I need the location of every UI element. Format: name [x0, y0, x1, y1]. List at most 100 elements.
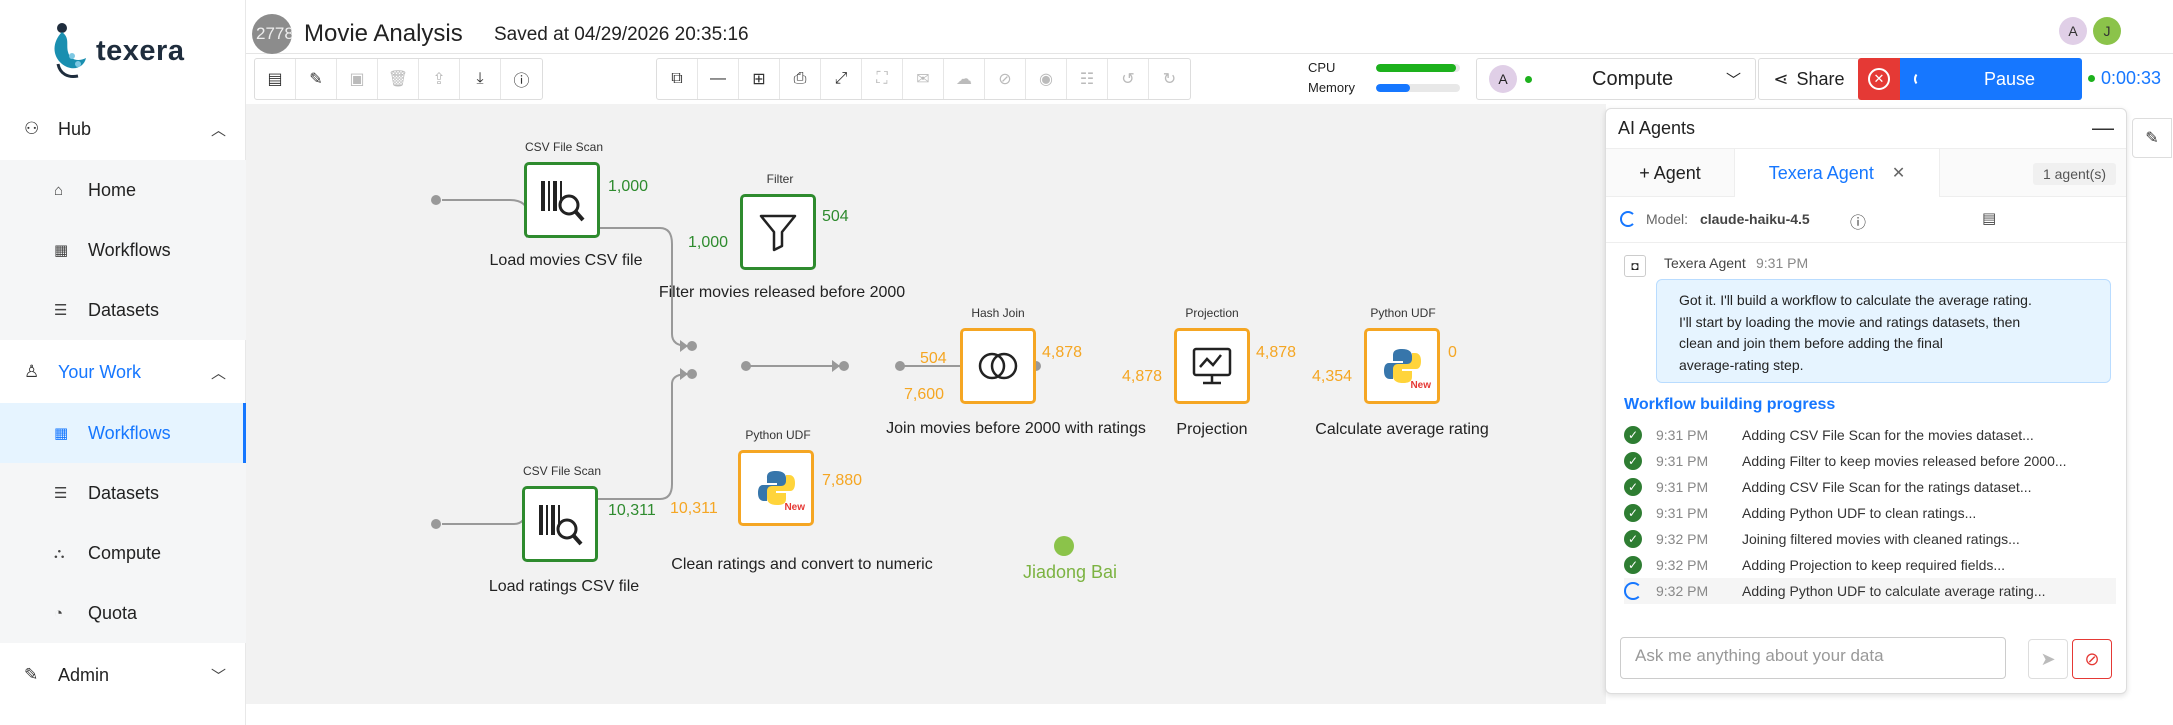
sidebar-item-quota[interactable]: ◔ Quota: [0, 583, 246, 643]
add-agent-button[interactable]: + Agent: [1639, 162, 1701, 183]
workflow-icon: ▦: [54, 425, 69, 442]
user-avatar-a[interactable]: A: [2059, 17, 2087, 45]
operator-python-udf-clean[interactable]: New: [738, 450, 814, 526]
edit-icon: ✎: [309, 71, 323, 88]
port-dot[interactable]: [687, 341, 697, 351]
sidebar-item-hub-datasets[interactable]: ☰ Datasets: [0, 280, 246, 340]
delete-button[interactable]: 🗑: [378, 59, 419, 99]
sidebar-item-hub-workflows[interactable]: ▦ Workflows: [0, 220, 246, 280]
auto-layout-button[interactable]: ⊞: [739, 59, 780, 99]
share-button[interactable]: ⋖ Share: [1758, 58, 1860, 100]
port-dot[interactable]: [839, 361, 849, 371]
comment-button[interactable]: ✉: [903, 59, 944, 99]
pause-button[interactable]: Pause: [1900, 58, 2082, 100]
dashboard-icon: ◔: [54, 604, 64, 622]
print-button[interactable]: ⎙: [780, 59, 821, 99]
peacock-icon: [54, 23, 86, 78]
port-dot[interactable]: [431, 195, 441, 205]
tab-texera-agent[interactable]: Texera Agent ✕: [1734, 149, 1940, 197]
compute-label: Compute: [1592, 67, 1674, 90]
info-icon[interactable]: ⓘ: [1850, 215, 1867, 232]
cloud-button[interactable]: ☁: [944, 59, 985, 99]
port-dot[interactable]: [687, 369, 697, 379]
operator-hash-join[interactable]: [960, 328, 1036, 404]
texera-logo[interactable]: texera: [48, 20, 184, 82]
group-button[interactable]: ⛶: [862, 59, 903, 99]
sidebar-item-label: Datasets: [88, 299, 160, 320]
link-layer: [431, 195, 1041, 529]
link-udf1-join[interactable]: [596, 373, 689, 500]
minimize-icon[interactable]: —: [2092, 115, 2114, 140]
edit-button[interactable]: ✎: [296, 59, 337, 99]
pause-label: Pause: [1984, 68, 2036, 89]
share-icon: ⋖: [1773, 68, 1789, 89]
operator-menu-button[interactable]: ▤: [255, 59, 296, 99]
workflow-name[interactable]: Movie Analysis: [304, 20, 463, 47]
port-dot[interactable]: [741, 361, 751, 371]
compute-status-dot: [1525, 75, 1532, 83]
close-icon[interactable]: ✕: [1891, 165, 1906, 182]
disable-button[interactable]: ⊘: [985, 59, 1026, 99]
kill-button[interactable]: ✕: [1858, 58, 1900, 100]
agent-chat-input[interactable]: Ask me anything about your data: [1620, 637, 2006, 679]
message-line: I'll start by loading the movie and rati…: [1679, 313, 2021, 330]
sidebar-item-label: Home: [88, 179, 137, 200]
link-filter-join[interactable]: [596, 227, 689, 347]
download-button[interactable]: ⤓: [460, 59, 501, 99]
message-sender: Texera Agent: [1664, 255, 1746, 271]
upload-button[interactable]: ⇪: [419, 59, 460, 99]
close-circle-icon: ✕: [1868, 68, 1890, 90]
zoom-in-button[interactable]: ⧉: [657, 59, 698, 99]
hub-icon: ⚇: [24, 119, 40, 138]
loading-icon: [1624, 582, 1642, 600]
home-icon: ⌂: [54, 181, 64, 199]
cache-button[interactable]: ☷: [1067, 59, 1108, 99]
barcode-search-icon: [539, 505, 583, 546]
info-button[interactable]: ⓘ: [501, 59, 542, 99]
compute-selector[interactable]: A Compute ﹀: [1476, 58, 1756, 100]
sidebar-item-compute[interactable]: ⛬ Compute: [0, 523, 246, 583]
fullscreen-button[interactable]: ⤢: [821, 59, 862, 99]
operator-csv-scan-ratings[interactable]: [522, 486, 598, 562]
port-dot[interactable]: [895, 361, 905, 371]
link-scan2-udf1[interactable]: [442, 499, 535, 525]
clipboard-icon[interactable]: ▤: [1982, 210, 1997, 227]
collaborator-cursor: [1054, 536, 1074, 556]
zoom-out-button[interactable]: —: [698, 59, 739, 99]
workflow-canvas[interactable]: CSV File Scan Load movies CSV file Filte…: [246, 104, 1606, 704]
port-count: 4,354: [1312, 368, 1353, 385]
operator-filter[interactable]: [740, 194, 816, 270]
operator-type-label: Python UDF: [745, 428, 811, 442]
stop-button[interactable]: ⊘: [2072, 639, 2112, 679]
link-scan1-filter[interactable]: [442, 199, 535, 233]
view-result-button[interactable]: ◉: [1026, 59, 1067, 99]
layout-icon: ⊞: [752, 71, 766, 88]
nav-section-hub[interactable]: ⚇ Hub ︿: [0, 100, 246, 158]
loading-icon: [1620, 211, 1636, 227]
undo-button[interactable]: ↺: [1108, 59, 1149, 99]
port-dot[interactable]: [431, 519, 441, 529]
check-circle-icon: ✓: [1624, 504, 1642, 522]
sidebar-item-home[interactable]: ⌂ Home: [0, 160, 246, 220]
save-button[interactable]: ▣: [337, 59, 378, 99]
port-count: 7,600: [904, 386, 945, 403]
user-avatar-j[interactable]: J: [2093, 17, 2121, 45]
sidebar-item-workflows[interactable]: ▦ Workflows: [0, 403, 246, 463]
memory-usage-bar: [1376, 84, 1460, 92]
port-count: 10,311: [670, 500, 718, 517]
nav-section-your-work[interactable]: ♙ Your Work ︿: [0, 343, 246, 401]
nav-section-admin[interactable]: ✎ Admin ﹀: [0, 646, 246, 704]
toolbar: ▤ ✎ ▣ 🗑 ⇪ ⤓ ⓘ ⧉ — ⊞ ⎙ ⤢ ⛶ ✉ ☁ ⊘ ◉ ☷ ↺ ↻ …: [246, 56, 2173, 102]
operator-projection[interactable]: [1174, 328, 1250, 404]
send-button[interactable]: ➤: [2028, 639, 2068, 679]
edit-panel-toggle[interactable]: ✎: [2132, 118, 2172, 158]
operator-python-udf-avg[interactable]: New: [1364, 328, 1440, 404]
operator-csv-scan-movies[interactable]: [524, 162, 600, 238]
redo-button[interactable]: ↻: [1149, 59, 1190, 99]
trash-icon: 🗑: [387, 71, 409, 88]
sidebar-item-datasets[interactable]: ☰ Datasets: [0, 463, 246, 523]
undo-icon: ↺: [1121, 71, 1135, 88]
chevron-down-icon: ﹀: [1725, 71, 1741, 89]
